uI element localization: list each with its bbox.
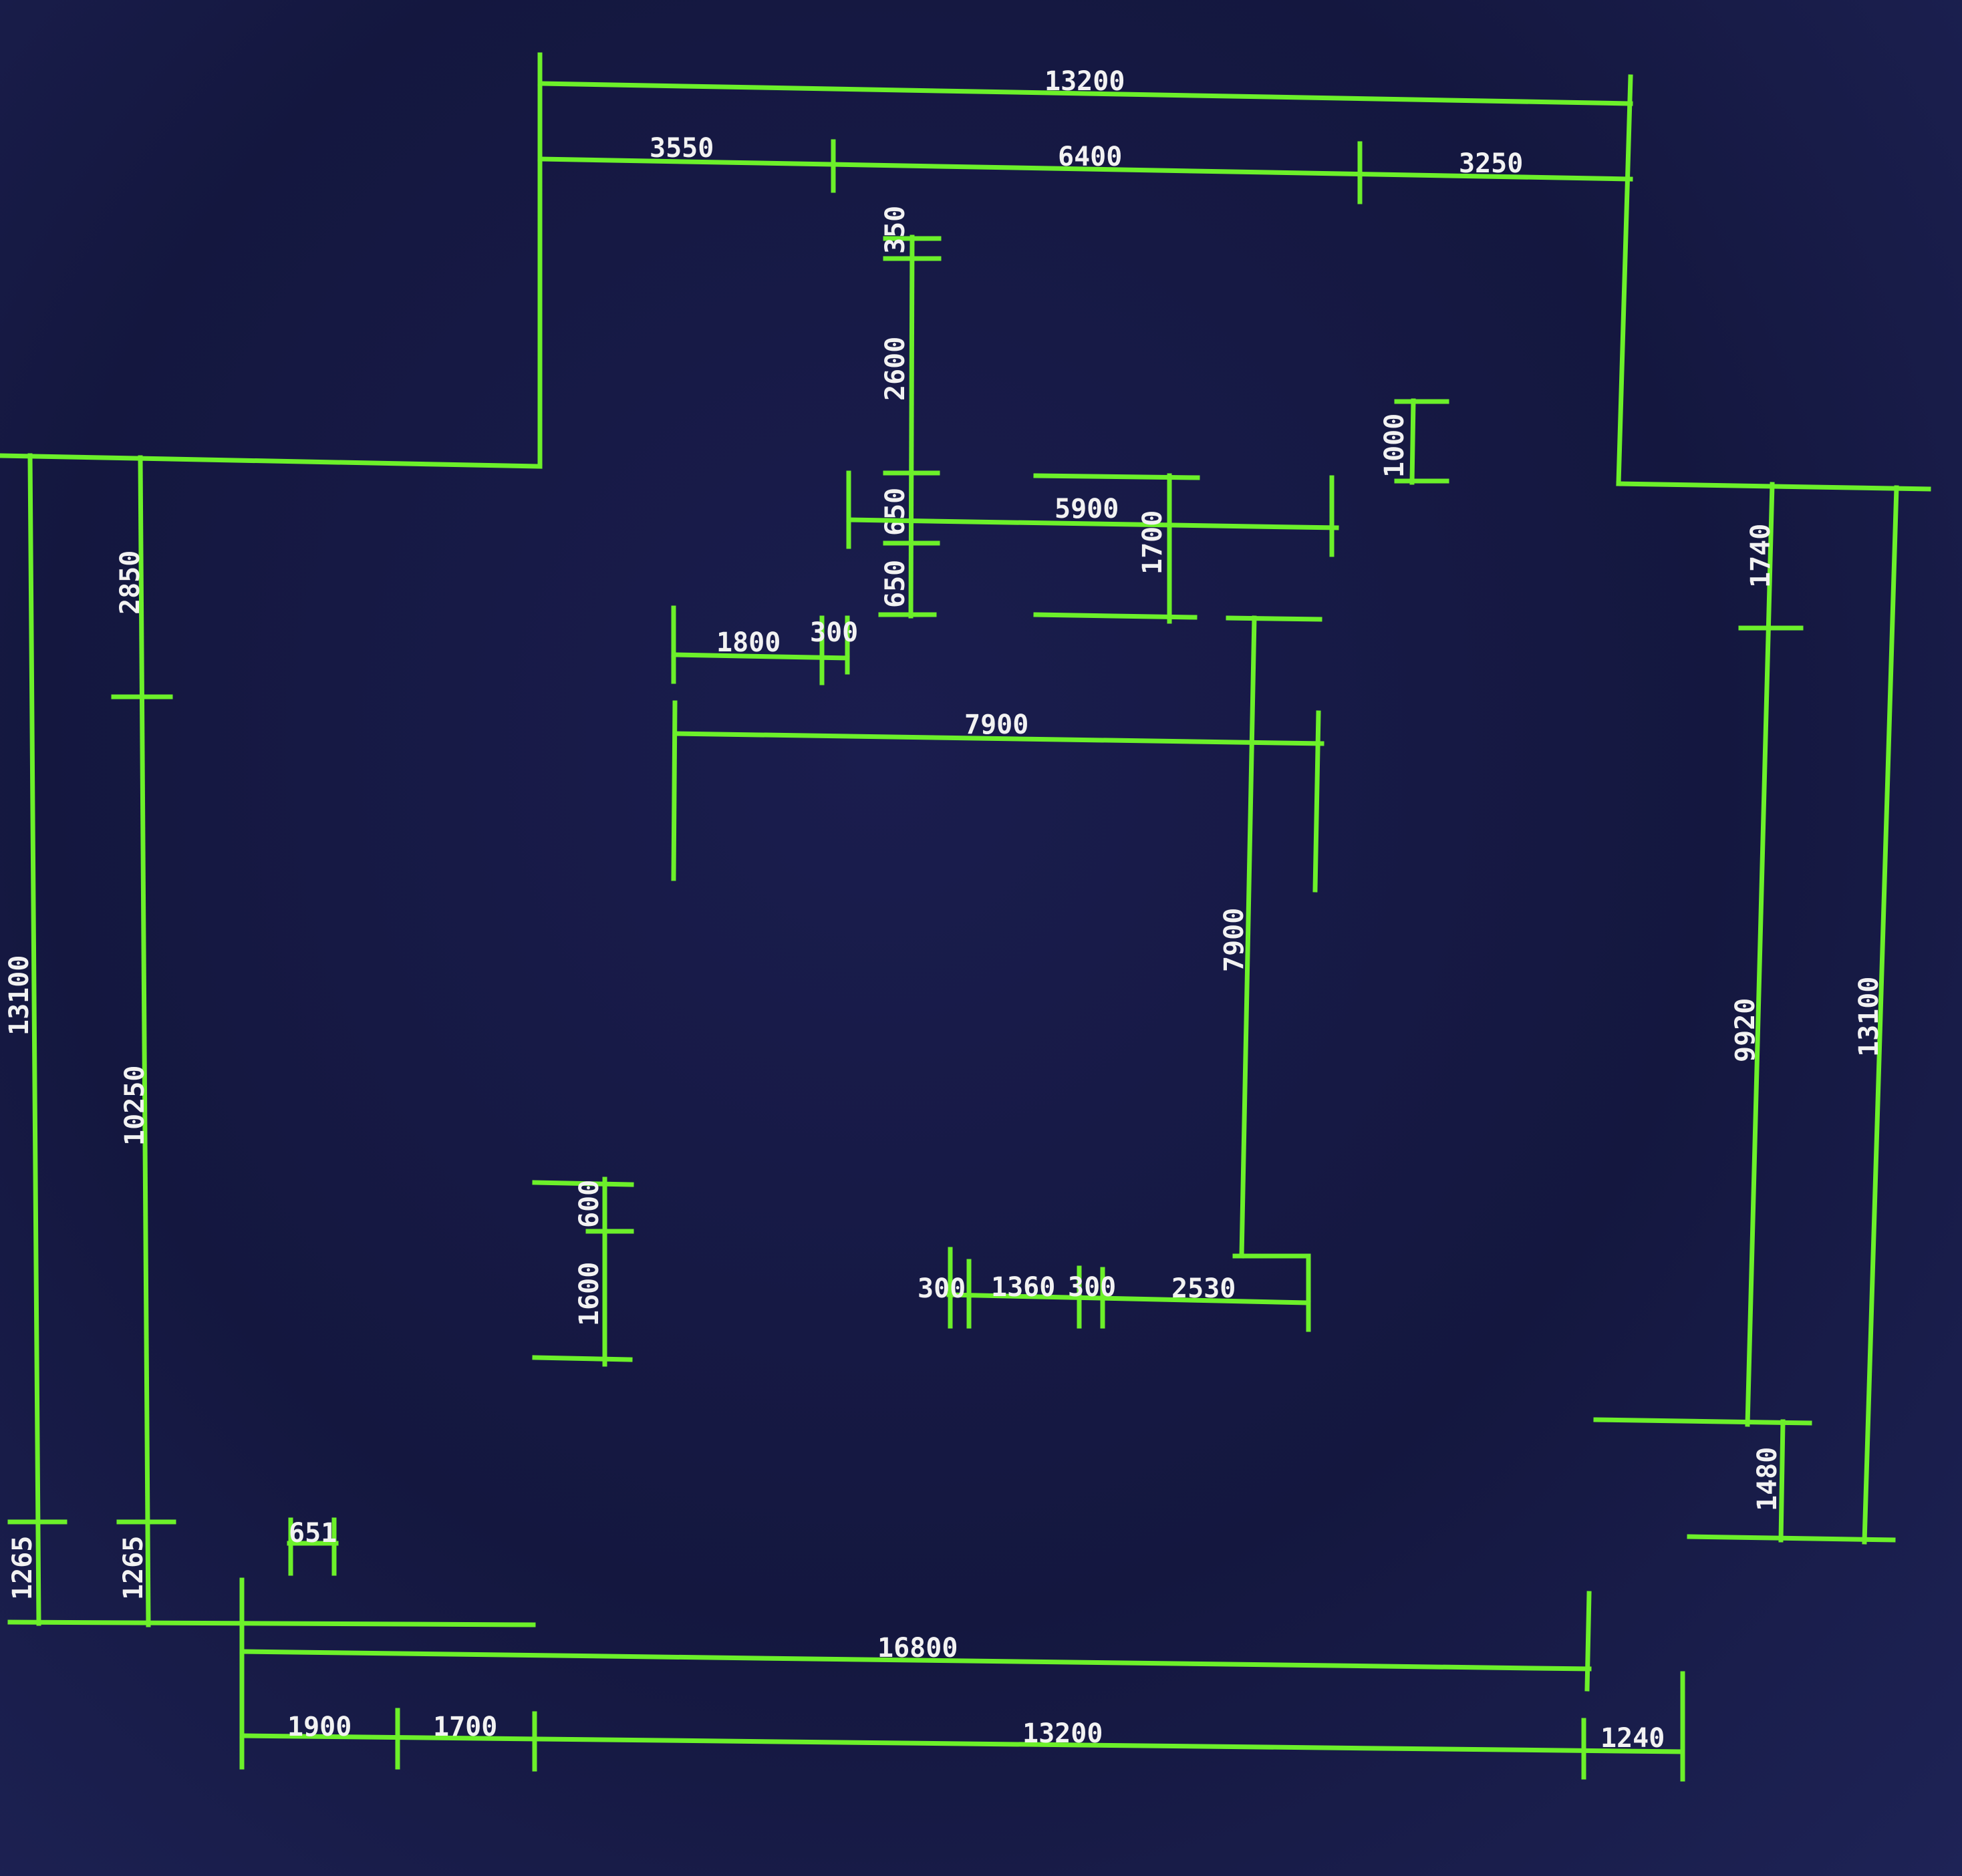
h5900-dim-line: [846, 517, 1339, 530]
h7900-dim-line: [672, 731, 1324, 746]
top-seg-mid-label: 6400: [1058, 142, 1122, 172]
h300-label: 300: [810, 617, 858, 648]
left-outer-bottom-label: 1265: [7, 1536, 38, 1600]
top-dimensions: 13200 3550 6400 3250: [537, 66, 1633, 204]
left-inner-bottom-label: 1265: [118, 1536, 149, 1600]
chain-2530-label: 2530: [1171, 1273, 1236, 1304]
h7900-tick-right: [1312, 710, 1321, 893]
right-inner-mid-label: 9920: [1730, 998, 1761, 1062]
center-v-mid-label: 650: [880, 488, 911, 536]
h1800-dim-line: [671, 652, 850, 661]
chain-dim-line: [946, 1292, 1311, 1305]
wide-horizontal-dim: 7900: [671, 700, 1324, 893]
wall-bottom-left: [7, 1619, 536, 1627]
v7900-dim-line: [1239, 615, 1257, 1259]
chain-300a-label: 300: [918, 1273, 966, 1304]
left-side-dims: 13100 2850 10250 1265 1265 651: [4, 453, 339, 1627]
center-v-upper-label: 2600: [880, 337, 911, 401]
right-bottom-ext-line-2: [1687, 1534, 1896, 1543]
right-inner-bottom-label: 1480: [1752, 1447, 1783, 1511]
bottom-seg2-label: 1700: [433, 1712, 497, 1742]
left-stack-600-label: 600: [574, 1180, 605, 1228]
right-side-dims: 1740 9920 13100 1480: [1593, 482, 1899, 1545]
long-vertical-dim: 7900: [1219, 615, 1322, 1332]
left-stack-bottom-line: [532, 1355, 633, 1362]
left-inner-mid-label: 10250: [120, 1066, 150, 1146]
center-v-lower-label: 650: [880, 560, 911, 608]
chain-1360-label: 1360: [991, 1272, 1055, 1303]
center-v-top-label: 350: [880, 206, 911, 254]
v7900-top-line: [1226, 615, 1322, 622]
small-left-dims: 1800 300: [671, 605, 858, 685]
small-651-label: 651: [289, 1518, 337, 1549]
outline-walls: [0, 52, 1931, 1627]
small-right-dim-line: [1409, 398, 1416, 485]
left-outer-total-label: 13100: [4, 955, 35, 1036]
top-seg-right-label: 3250: [1459, 148, 1523, 179]
wall-right-vertical: [1616, 74, 1633, 486]
top-overall-label: 13200: [1044, 66, 1125, 97]
h7900-tick-left: [671, 700, 678, 881]
h5900-label: 5900: [1055, 494, 1119, 524]
v7900-label: 7900: [1219, 908, 1250, 972]
h7900-label: 7900: [964, 710, 1028, 740]
right-inner-dim-line: [1745, 482, 1775, 1427]
left-stack-top-line: [532, 1180, 634, 1187]
top-segment-dim-line: [537, 156, 1633, 182]
inner-top-line: [1033, 473, 1200, 480]
chain-300b-label: 300: [1068, 1272, 1116, 1303]
right-outer-dim-line: [1862, 485, 1899, 1545]
center-horizontal-dim: 5900 1700: [846, 470, 1339, 624]
right-bottom-dim-line: [1778, 1419, 1786, 1543]
center-bottom-chain: 300 1360 300 2530: [918, 1247, 1311, 1329]
left-stack-dims: 600 1600: [532, 1177, 634, 1367]
top-overall-dim-line: [537, 81, 1633, 106]
bottom-dimensions: 16800 1900 1700 13200 1240: [239, 1577, 1685, 1782]
left-inner-dim-line: [138, 455, 151, 1627]
top-seg-left-label: 3550: [650, 133, 714, 164]
inner-v-label: 1700: [1137, 510, 1168, 575]
small-right-dim: 1000: [1379, 398, 1449, 485]
h1800-label: 1800: [716, 627, 781, 658]
bottom-seg4-label: 1240: [1600, 1723, 1665, 1754]
wall-left-step-top: [0, 453, 543, 469]
right-bottom-ext-line-1: [1593, 1417, 1812, 1426]
bottom-overall-dim-line: [239, 1649, 1592, 1672]
left-stack-1600-label: 1600: [574, 1262, 605, 1326]
left-inner-top-label: 2850: [115, 551, 146, 615]
bottom-seg1-label: 1900: [287, 1712, 352, 1742]
bottom-overall-label: 16800: [877, 1633, 958, 1664]
small-right-label: 1000: [1379, 414, 1410, 478]
right-outer-total-label: 13100: [1854, 977, 1884, 1057]
bottom-segment-dim-line: [239, 1733, 1685, 1754]
bottom-overall-tick-right: [1584, 1591, 1592, 1692]
right-inner-top-label: 1740: [1745, 524, 1776, 588]
center-vertical-dim-line: [908, 234, 915, 619]
bottom-seg3-label: 13200: [1022, 1718, 1103, 1749]
center-vertical-chain: 350 2600 650 650: [878, 206, 942, 619]
left-outer-dim-line: [27, 453, 41, 1626]
